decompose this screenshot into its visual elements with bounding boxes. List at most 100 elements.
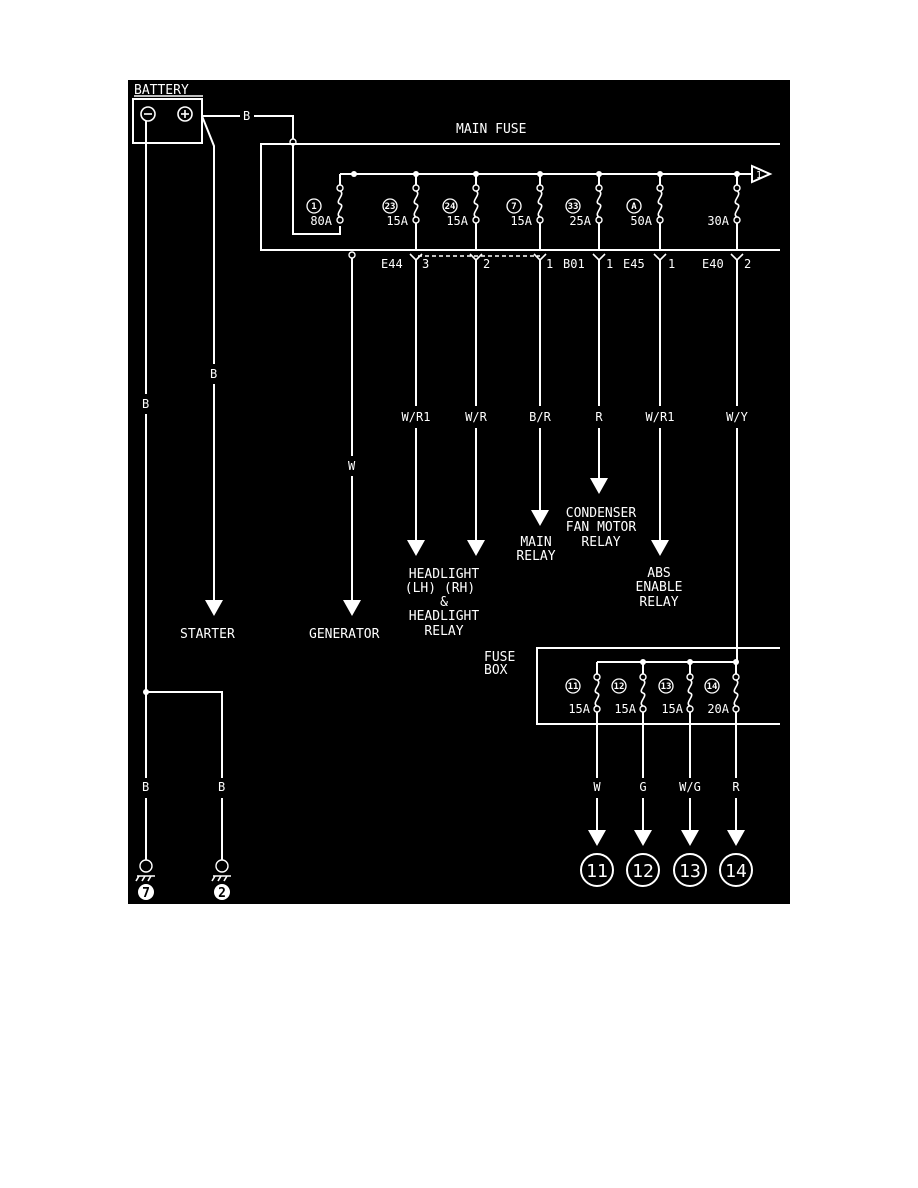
fuse-number: 23 [385, 202, 396, 212]
ground-2: 2 [211, 859, 231, 901]
arrow-starter [205, 600, 223, 616]
branch-wire: W/R [465, 260, 488, 556]
output-number: 13 [679, 861, 701, 882]
fuse-box: FUSE BOX [484, 647, 780, 725]
output-circle [626, 853, 660, 887]
output-number: 12 [632, 861, 654, 882]
ground-number: 7 [142, 886, 150, 901]
connector-b01: B01 [563, 257, 585, 271]
output-number: 14 [725, 861, 747, 882]
load-abs-line: ABS [647, 566, 670, 581]
output-arrow [727, 830, 745, 846]
wire-color-label: W/R [465, 410, 487, 424]
load-headlight-line: HEADLIGHT [409, 567, 480, 582]
output-13: W/G13 [673, 712, 707, 887]
load-condenser-line: CONDENSER [566, 506, 637, 521]
fuse-number: 11 [568, 682, 579, 692]
output-arrow [634, 830, 652, 846]
fuse-rating: 80A [310, 214, 332, 228]
fuse-rating: 30A [707, 214, 729, 228]
fuse-number: A [631, 202, 637, 212]
arrow-generator [343, 600, 361, 616]
branch-wire: W/R1 [402, 260, 431, 556]
fuse-number: 13 [661, 682, 672, 692]
output-arrow [588, 830, 606, 846]
fuse-box-fuse-11: 11 15A [565, 662, 601, 716]
fuse-number: 7 [511, 202, 516, 212]
fuse-rating: 15A [386, 214, 408, 228]
battery-negative-wiring: B B B [142, 121, 225, 860]
wire-color-label: W/R1 [402, 410, 431, 424]
wire-label-battery-b: B [243, 109, 250, 123]
ground-number-badge [138, 884, 154, 900]
fuse-number: 14 [707, 682, 718, 692]
generator-branch: W GENERATOR [309, 251, 380, 642]
load-abs-line: ENABLE [636, 580, 683, 595]
load-generator: GENERATOR [309, 627, 380, 642]
load-starter: STARTER [180, 627, 235, 642]
ground-7: 7 [135, 859, 155, 901]
main-fuse-box: MAIN FUSE 1 [260, 122, 780, 251]
connector-e45: E45 [623, 257, 645, 271]
load-arrow [531, 510, 549, 526]
output-11: W 11 [580, 712, 614, 887]
connector-e44: E44 [381, 257, 403, 271]
main-fuse-title: MAIN FUSE [456, 122, 526, 137]
connector-pin: 2 [744, 257, 751, 271]
wire-color-label: R [732, 780, 740, 794]
fuse-number: 1 [311, 202, 316, 212]
wire-label-generator: W [348, 459, 356, 473]
load-headlight-line: HEADLIGHT [409, 609, 480, 624]
fuse-rating: 15A [568, 702, 590, 716]
diagram-background [128, 80, 790, 904]
wire-color-label: W/Y [726, 410, 748, 424]
connectors: E44 3 2 1 B01 1 E45 1 E40 2 [381, 255, 751, 271]
output-number: 11 [586, 861, 608, 882]
load-headlight-line: RELAY [424, 624, 463, 639]
output-circle [673, 853, 707, 887]
load-main-relay-line: MAIN [520, 535, 551, 550]
connector-pin: 2 [483, 257, 490, 271]
offpage-ref: 1 [756, 170, 762, 181]
battery-positive-wiring: B B STARTER [180, 109, 341, 642]
load-labels: HEADLIGHT (LH) (RH) & HEADLIGHT RELAY MA… [405, 506, 683, 639]
fuse-box-fuse-14: 14 20A [704, 659, 740, 716]
fuse-box-title: FUSE [484, 650, 515, 665]
load-main-relay-line: RELAY [516, 549, 555, 564]
battery-box [132, 98, 203, 144]
fuse-rating: 15A [446, 214, 468, 228]
fuse-number: 12 [614, 682, 625, 692]
wire-color-label: W [593, 780, 601, 794]
load-arrow [590, 478, 608, 494]
battery-label: BATTERY [134, 83, 189, 98]
branch-wire: W/R1 [646, 260, 674, 556]
fuse-rating: 50A [630, 214, 652, 228]
offpage-connector [751, 164, 773, 184]
output-14: R 14 [719, 712, 753, 887]
main-fuse-A: A 50A [626, 171, 667, 262]
load-arrow [467, 540, 485, 556]
load-abs-line: RELAY [639, 595, 678, 610]
wire-label-starter-b: B [210, 367, 217, 381]
load-arrow [651, 540, 669, 556]
output-12: G 12 [626, 712, 660, 887]
fuse-box-title: BOX [484, 663, 508, 678]
ground-number-badge [214, 884, 230, 900]
wire-color-label: B/R [529, 410, 551, 424]
wire-label-ground-2: B [218, 780, 225, 794]
wire-color-label: G [639, 780, 646, 794]
fuse-rating: 15A [510, 214, 532, 228]
fuse-rating: 20A [707, 702, 729, 716]
load-arrow [407, 540, 425, 556]
connector-pin: 1 [606, 257, 613, 271]
battery: BATTERY [132, 83, 203, 144]
connector-e40: E40 [702, 257, 724, 271]
branch-wire: B/R [529, 260, 552, 526]
